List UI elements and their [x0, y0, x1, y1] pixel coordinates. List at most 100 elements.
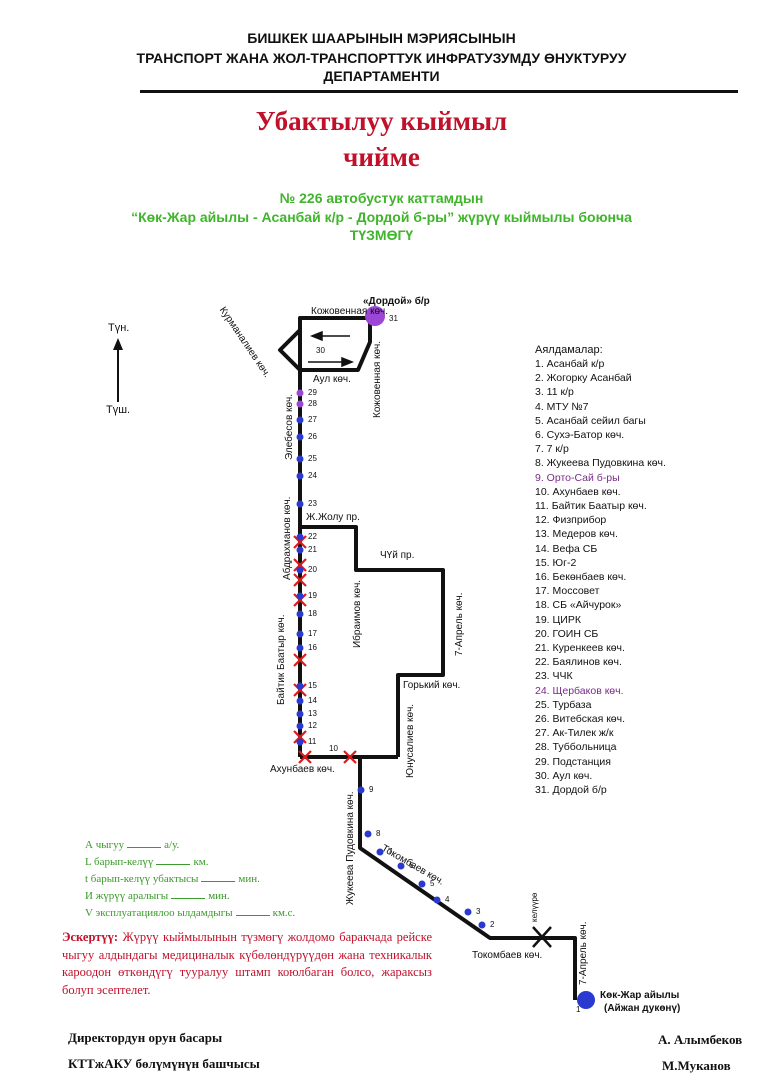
stop-list-item: 13. Медеров көч. — [535, 528, 618, 541]
warning-note: Эскертүү: Жүрүү кыймылынын түзмөгү жолдо… — [62, 929, 432, 999]
stop-number-label: 31 — [389, 314, 398, 323]
stop-marker — [296, 546, 304, 554]
signature-name-1: А. Алымбеков — [658, 1032, 743, 1047]
compass-arrow-icon — [113, 338, 123, 402]
stop-list-item: 22. Баялинов көч. — [535, 656, 622, 669]
stop-list-item: 16. Бекөнбаев көч. — [535, 571, 627, 584]
label-zhukeeva: Жукеева Пудовкина көч. — [345, 791, 356, 905]
stop-number-label: 24 — [308, 471, 317, 480]
stop-marker — [296, 472, 304, 480]
label-ibraimov: Ибраимов көч. — [352, 579, 363, 648]
stop-list-item: 31. Дордой б/р — [535, 784, 607, 797]
stop-number-label: 12 — [308, 721, 317, 730]
stop-marker — [418, 880, 426, 888]
label-aizhan: (Айжан дукөнү) — [604, 1003, 681, 1014]
stop-list-item: 6. Сухэ-Батор көч. — [535, 429, 625, 442]
stop-marker — [296, 610, 304, 618]
stop-marker — [296, 455, 304, 463]
stop-number-label: 7 — [388, 847, 393, 856]
blocked-cross-mark — [293, 535, 307, 549]
stop-list-item: 20. ГОИН СБ — [535, 627, 599, 640]
stop-marker — [296, 710, 304, 718]
stop-number-label: 28 — [308, 399, 317, 408]
stop-number-label: 20 — [308, 565, 317, 574]
blocked-markers — [293, 535, 357, 764]
stop-marker — [296, 592, 304, 600]
stop-number-label: 18 — [308, 609, 317, 618]
stop-markers — [296, 389, 486, 929]
label-baitik: Байтик Баатыр көч. — [276, 614, 287, 705]
stop-number-label: 15 — [308, 681, 317, 690]
label-abdrakhmanov: Абдрахманов көч. — [282, 496, 293, 580]
label-yunusaliev: Юнусалиев көч. — [405, 703, 416, 778]
label-tokombaev-bottom: Токомбаев көч. — [472, 950, 543, 961]
stop-marker — [296, 389, 304, 397]
subtitle-line-1: № 226 автобустук каттамдын — [279, 190, 484, 206]
stop-number-label: 30 — [316, 346, 325, 355]
stop-list-item: 9. Орто-Сай б-ры — [535, 471, 620, 484]
stop-marker — [296, 400, 304, 408]
label-elebesov: Элебесов көч. — [284, 393, 295, 460]
stop-number-label: 5 — [430, 879, 435, 888]
stop-list-item: 19. ЦИРК — [535, 613, 581, 626]
stop-marker — [357, 786, 365, 794]
stop-marker — [296, 644, 304, 652]
stop-list-item: 4. МТУ №7 — [535, 400, 589, 413]
blocked-cross-mark — [293, 593, 307, 607]
signature-role-1: Директордун орун басары — [68, 1030, 223, 1045]
label-dordoy: «Дордой» б/р — [363, 296, 430, 307]
stop-number-label: 10 — [329, 744, 338, 753]
stop-list-item: 12. Физприбор — [535, 514, 607, 527]
stop-number-label: 27 — [308, 415, 317, 424]
stop-list-item: 15. Юг-2 — [535, 556, 577, 569]
stop-list-item: 25. Турбаза — [535, 698, 592, 711]
stop-number-label: 1 — [576, 1005, 581, 1014]
stops-list-title: Аялдамалар: — [535, 344, 603, 356]
blocked-cross-mark — [293, 730, 307, 744]
stop-marker — [296, 500, 304, 508]
label-kelpura: келүүрө — [530, 892, 539, 922]
blocked-cross-mark — [293, 573, 307, 587]
label-aprel-bottom: 7-Апрель көч. — [578, 921, 589, 985]
stop-marker — [296, 416, 304, 424]
stop-marker — [296, 630, 304, 638]
header-line-3: ДЕПАРТАМЕНТИ — [323, 68, 440, 84]
stop-list-item: 5. Асанбай сейил багы — [535, 414, 646, 427]
stop-number-label: 25 — [308, 454, 317, 463]
label-chui: ЧҮй пр. — [380, 550, 415, 561]
compass-north-label: Түн. — [108, 322, 130, 334]
stop-marker — [478, 921, 486, 929]
header-divider — [140, 90, 738, 93]
stop-number-label: 17 — [308, 629, 317, 638]
compass-south-label: Түш. — [106, 404, 131, 416]
stop-marker — [364, 830, 372, 838]
direction-arrows — [308, 330, 355, 368]
stop-marker — [296, 738, 304, 746]
title-line-1: Убактылуу кыймыл — [255, 106, 508, 136]
subtitle-line-3: ТҮЗМӨГҮ — [349, 227, 414, 243]
stop-list-item: 2. Жогорку Асанбай — [535, 372, 632, 385]
blocked-cross-mark — [298, 750, 312, 764]
subtitle-line-2: “Көк-Жар айылы - Асанбай к/р - Дордой б-… — [131, 209, 632, 225]
stop-marker — [433, 896, 441, 904]
stop-marker — [296, 697, 304, 705]
label-kok-zhar: Көк-Жар айылы — [600, 990, 680, 1001]
stop-list-item: 27. Ак-Тилек ж/к — [535, 727, 614, 740]
stop-list-item: 28. Туббольница — [535, 741, 617, 754]
terminal-dordoy-marker — [365, 306, 385, 326]
stop-marker — [296, 433, 304, 441]
stop-number-label: 23 — [308, 499, 317, 508]
stop-list-item: 29. Подстанция — [535, 755, 611, 768]
stop-number-label: 9 — [369, 785, 374, 794]
stop-list-item: 23. ЧЧК — [535, 670, 573, 683]
stop-number-label: 4 — [445, 895, 450, 904]
label-gorky: Горький көч. — [403, 680, 461, 691]
stop-marker — [296, 682, 304, 690]
stop-marker — [397, 862, 405, 870]
title-line-2: чийме — [343, 142, 420, 172]
